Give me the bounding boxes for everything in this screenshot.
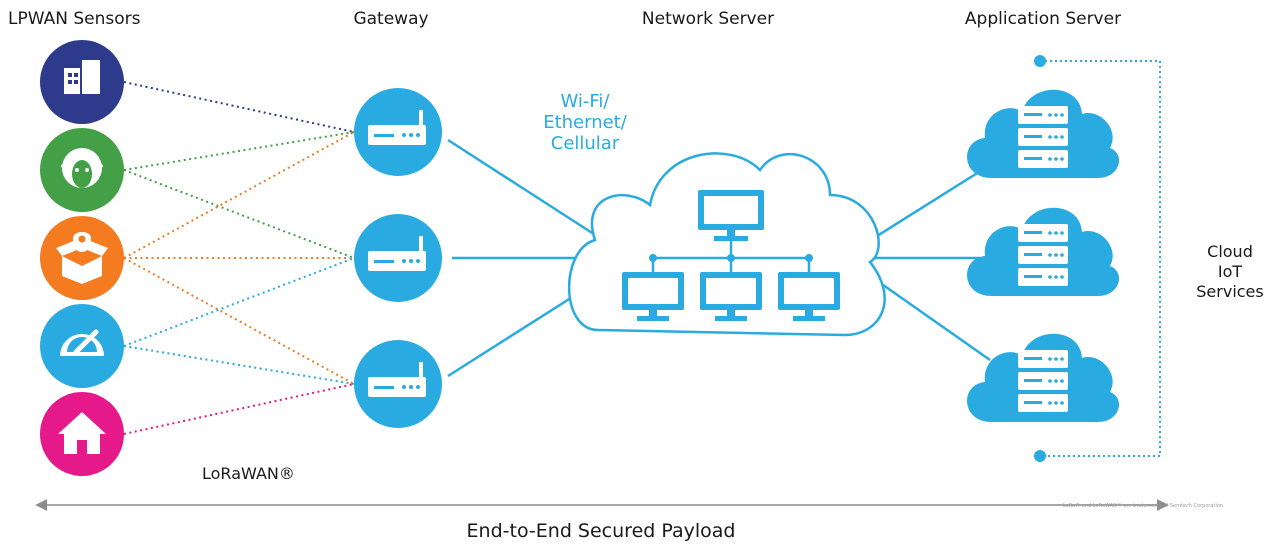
gateway-node <box>354 340 442 428</box>
sensor-node <box>40 216 124 300</box>
package-location-icon <box>56 232 108 284</box>
cloud-iot-services-label: Cloud IoT Services <box>1196 242 1263 302</box>
sensor-node <box>40 128 124 212</box>
server-stack-icon <box>1018 224 1068 286</box>
sensor-node <box>40 304 124 388</box>
app-server-cloud <box>967 333 1120 422</box>
home-icon <box>58 412 106 454</box>
router-icon <box>368 110 426 145</box>
network-server-cloud <box>567 152 886 337</box>
trademark-note: LoRa® and LoRaWAN™ are trademarks of Sem… <box>1063 503 1225 509</box>
building-icon <box>64 60 100 94</box>
gauge-icon <box>60 329 104 356</box>
gateway-node <box>354 88 442 176</box>
sensor-link <box>123 131 355 171</box>
router-icon <box>368 362 426 397</box>
sensor-node <box>40 40 124 124</box>
sensor-link <box>123 169 355 259</box>
sensor-circle <box>40 216 124 300</box>
sensor-gateway-links <box>123 81 355 435</box>
server-stack-icon <box>1018 350 1068 412</box>
monitor-icon <box>778 272 840 321</box>
sensor-link <box>123 383 355 435</box>
gateway-column <box>354 88 442 428</box>
header-application-server: Application Server <box>964 9 1122 29</box>
network-monitor-icon <box>698 190 764 241</box>
router-icon <box>368 236 426 271</box>
backhaul-label-line: Wi-Fi/ <box>560 91 610 112</box>
backhaul-label-line: Cellular <box>550 133 620 154</box>
sensor-link <box>123 257 355 347</box>
app-server-cloud <box>967 89 1120 178</box>
header-network-server: Network Server <box>641 9 775 29</box>
sensor-link <box>123 81 355 133</box>
gateway-network-links <box>447 138 991 378</box>
app-server-cloud <box>967 207 1120 296</box>
sensor-node <box>40 392 124 476</box>
sheep-icon <box>61 148 103 188</box>
sensor-column <box>40 40 124 476</box>
network-monitors <box>622 272 840 321</box>
cloud-iot-bracket <box>1034 55 1161 462</box>
monitor-icon <box>622 272 684 321</box>
server-stack-icon <box>1018 106 1068 168</box>
application-server-column <box>967 89 1120 422</box>
lorawan-label: LoRaWAN® <box>202 464 295 483</box>
header-gateway: Gateway <box>353 9 429 29</box>
header-lpwan-sensors: LPWAN Sensors <box>8 9 141 29</box>
cloud-iot-label-line: Services <box>1196 282 1264 301</box>
cloud-iot-label-line: Cloud IoT <box>1207 242 1253 281</box>
secured-payload-label: End-to-End Secured Payload <box>466 520 736 542</box>
gateway-node <box>354 214 442 302</box>
backhaul-label: Wi-Fi/ Ethernet/ Cellular <box>543 91 627 154</box>
monitor-icon <box>700 272 762 321</box>
backhaul-label-line: Ethernet/ <box>543 112 627 133</box>
sensor-link <box>123 345 355 385</box>
